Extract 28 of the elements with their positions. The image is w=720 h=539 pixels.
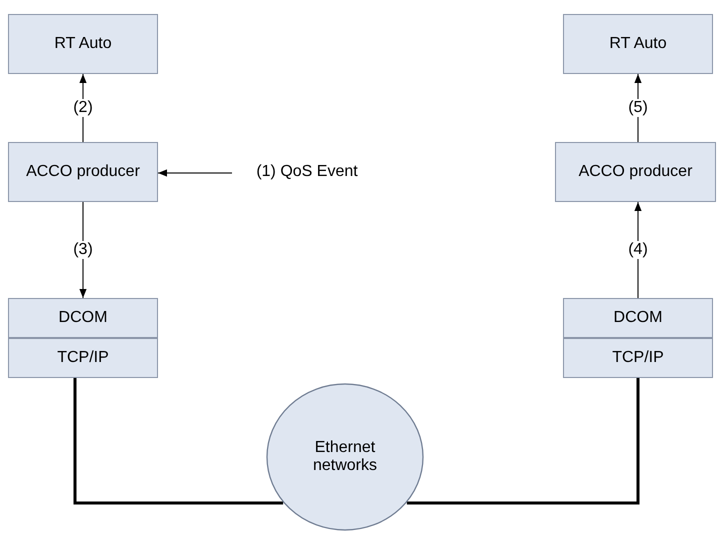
node-label: RT Auto bbox=[609, 35, 667, 53]
event-label: (1) QoS Event bbox=[256, 163, 358, 181]
node-label: DCOM bbox=[58, 309, 108, 327]
arrow bbox=[79, 202, 87, 298]
process-box bbox=[8, 142, 158, 202]
node-label: TCP/IP bbox=[57, 349, 109, 367]
edge-label: (3) bbox=[72, 241, 94, 259]
arrow bbox=[158, 169, 232, 177]
node-label: DCOM bbox=[614, 309, 662, 327]
arrow bbox=[634, 74, 642, 142]
process-box bbox=[8, 298, 158, 338]
process-box bbox=[8, 338, 158, 378]
process-box bbox=[563, 298, 713, 338]
edge-label: (4) bbox=[627, 241, 649, 259]
arrow bbox=[634, 202, 642, 298]
network-cable bbox=[74, 378, 284, 504]
node-label: Ethernet networks bbox=[312, 439, 378, 475]
node-label: TCP/IP bbox=[612, 349, 664, 367]
process-box bbox=[555, 142, 716, 202]
process-box bbox=[563, 338, 713, 378]
node-label: ACCO producer bbox=[26, 163, 140, 181]
process-box bbox=[563, 14, 713, 74]
node-label: RT Auto bbox=[54, 35, 112, 53]
edge-label: (5) bbox=[627, 99, 649, 117]
edge-label: (2) bbox=[72, 99, 94, 117]
network-cable bbox=[406, 378, 640, 504]
process-box bbox=[8, 14, 158, 74]
node-label: ACCO producer bbox=[578, 163, 692, 181]
